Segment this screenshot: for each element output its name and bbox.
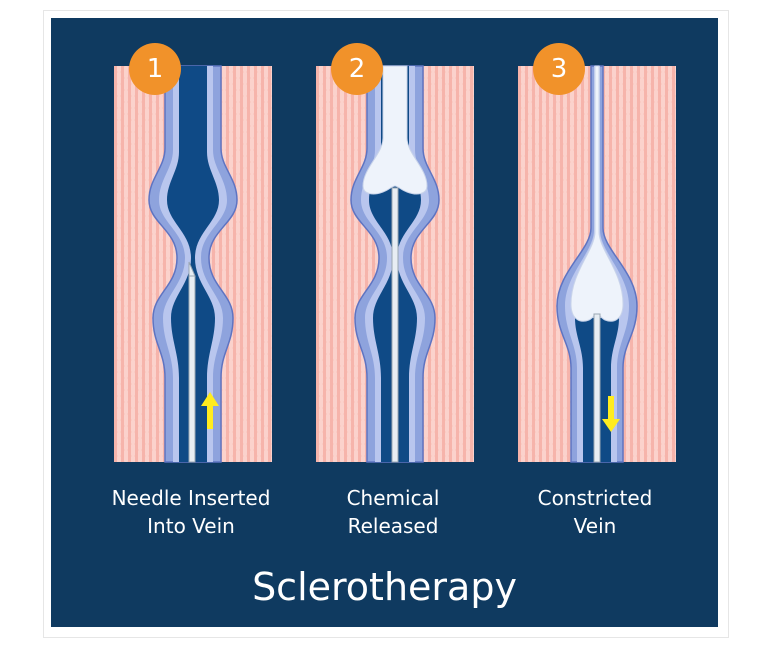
stage-caption-line2: Vein bbox=[573, 514, 617, 538]
constricted-vein-illustration bbox=[518, 65, 676, 463]
sclerosant-chemical bbox=[362, 65, 428, 195]
needle-inserted-illustration bbox=[114, 65, 272, 463]
blood-lumen bbox=[167, 66, 219, 462]
stage-1-needle-inserted: 1 Needle Inserted Into Vein bbox=[91, 18, 291, 627]
step-badge: 3 bbox=[533, 43, 585, 95]
diagram-title: Sclerotherapy bbox=[252, 565, 517, 609]
needle bbox=[391, 187, 399, 463]
chemical-released-illustration bbox=[316, 65, 474, 463]
stage-caption-line1: Needle Inserted bbox=[111, 486, 271, 510]
step-badge: 1 bbox=[129, 43, 181, 95]
stage-caption-line1: Chemical bbox=[346, 486, 440, 510]
stage-caption-line1: Constricted bbox=[537, 486, 653, 510]
stage-caption-line2: Released bbox=[347, 514, 439, 538]
needle bbox=[593, 313, 601, 463]
stage-caption-line2: Into Vein bbox=[147, 514, 235, 538]
arrow-down-icon bbox=[602, 396, 620, 432]
step-badge: 2 bbox=[331, 43, 383, 95]
stage-2-chemical-released: 2 Chemical Released bbox=[293, 18, 493, 627]
needle bbox=[188, 261, 196, 463]
sclerotherapy-diagram: 1 Needle Inserted Into Vein 2 Chemical R… bbox=[51, 18, 718, 627]
stage-3-constricted-vein: 3 Constricted Vein bbox=[495, 18, 695, 627]
arrow-up-icon bbox=[201, 392, 219, 429]
